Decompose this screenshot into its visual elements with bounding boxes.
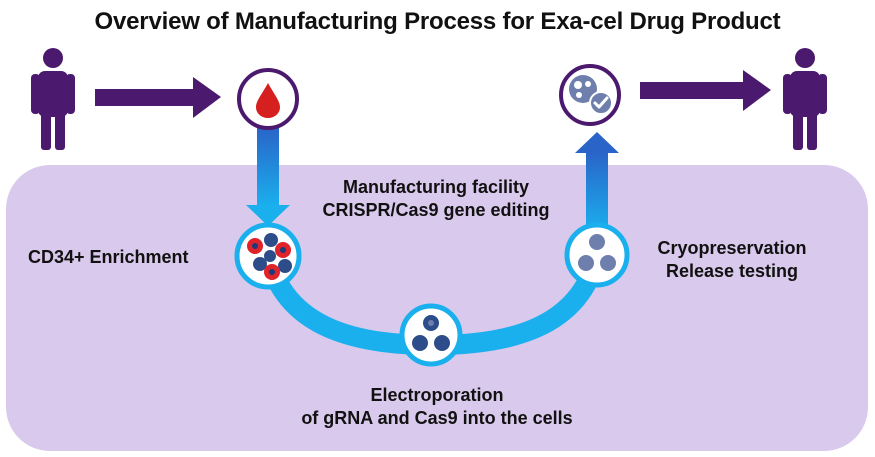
infusion-arrow [640, 70, 771, 111]
donor-person-icon [31, 48, 75, 150]
down-flow-arrow [246, 127, 290, 226]
patient-person-icon [783, 48, 827, 150]
facility-label-line1: Manufacturing facility [342, 177, 530, 197]
cryo-label-line1: Cryopreservation [657, 238, 807, 258]
electro-label-line1: Electroporation [370, 385, 504, 405]
electroporation-label: Electroporation of gRNA and Cas9 into th… [250, 384, 624, 430]
up-flow-arrow [575, 132, 619, 232]
blood-drop-icon [237, 68, 299, 130]
facility-label: Manufacturing facility CRISPR/Cas9 gene … [286, 176, 586, 222]
electro-label-line2: of gRNA and Cas9 into the cells [301, 408, 573, 428]
cryo-label-line2: Release testing [665, 261, 799, 281]
cryo-label: Cryopreservation Release testing [626, 237, 838, 283]
collection-arrow [95, 77, 221, 118]
cells-check-icon [559, 64, 621, 126]
electroporation-cells-icon [399, 303, 463, 367]
cryopreservation-cells-icon [564, 222, 630, 288]
page-title: Overview of Manufacturing Process for Ex… [94, 8, 781, 35]
facility-label-line2: CRISPR/Cas9 gene editing [322, 200, 550, 220]
enrichment-cells-icon [234, 222, 302, 290]
enrichment-label: CD34+ Enrichment [28, 247, 189, 267]
